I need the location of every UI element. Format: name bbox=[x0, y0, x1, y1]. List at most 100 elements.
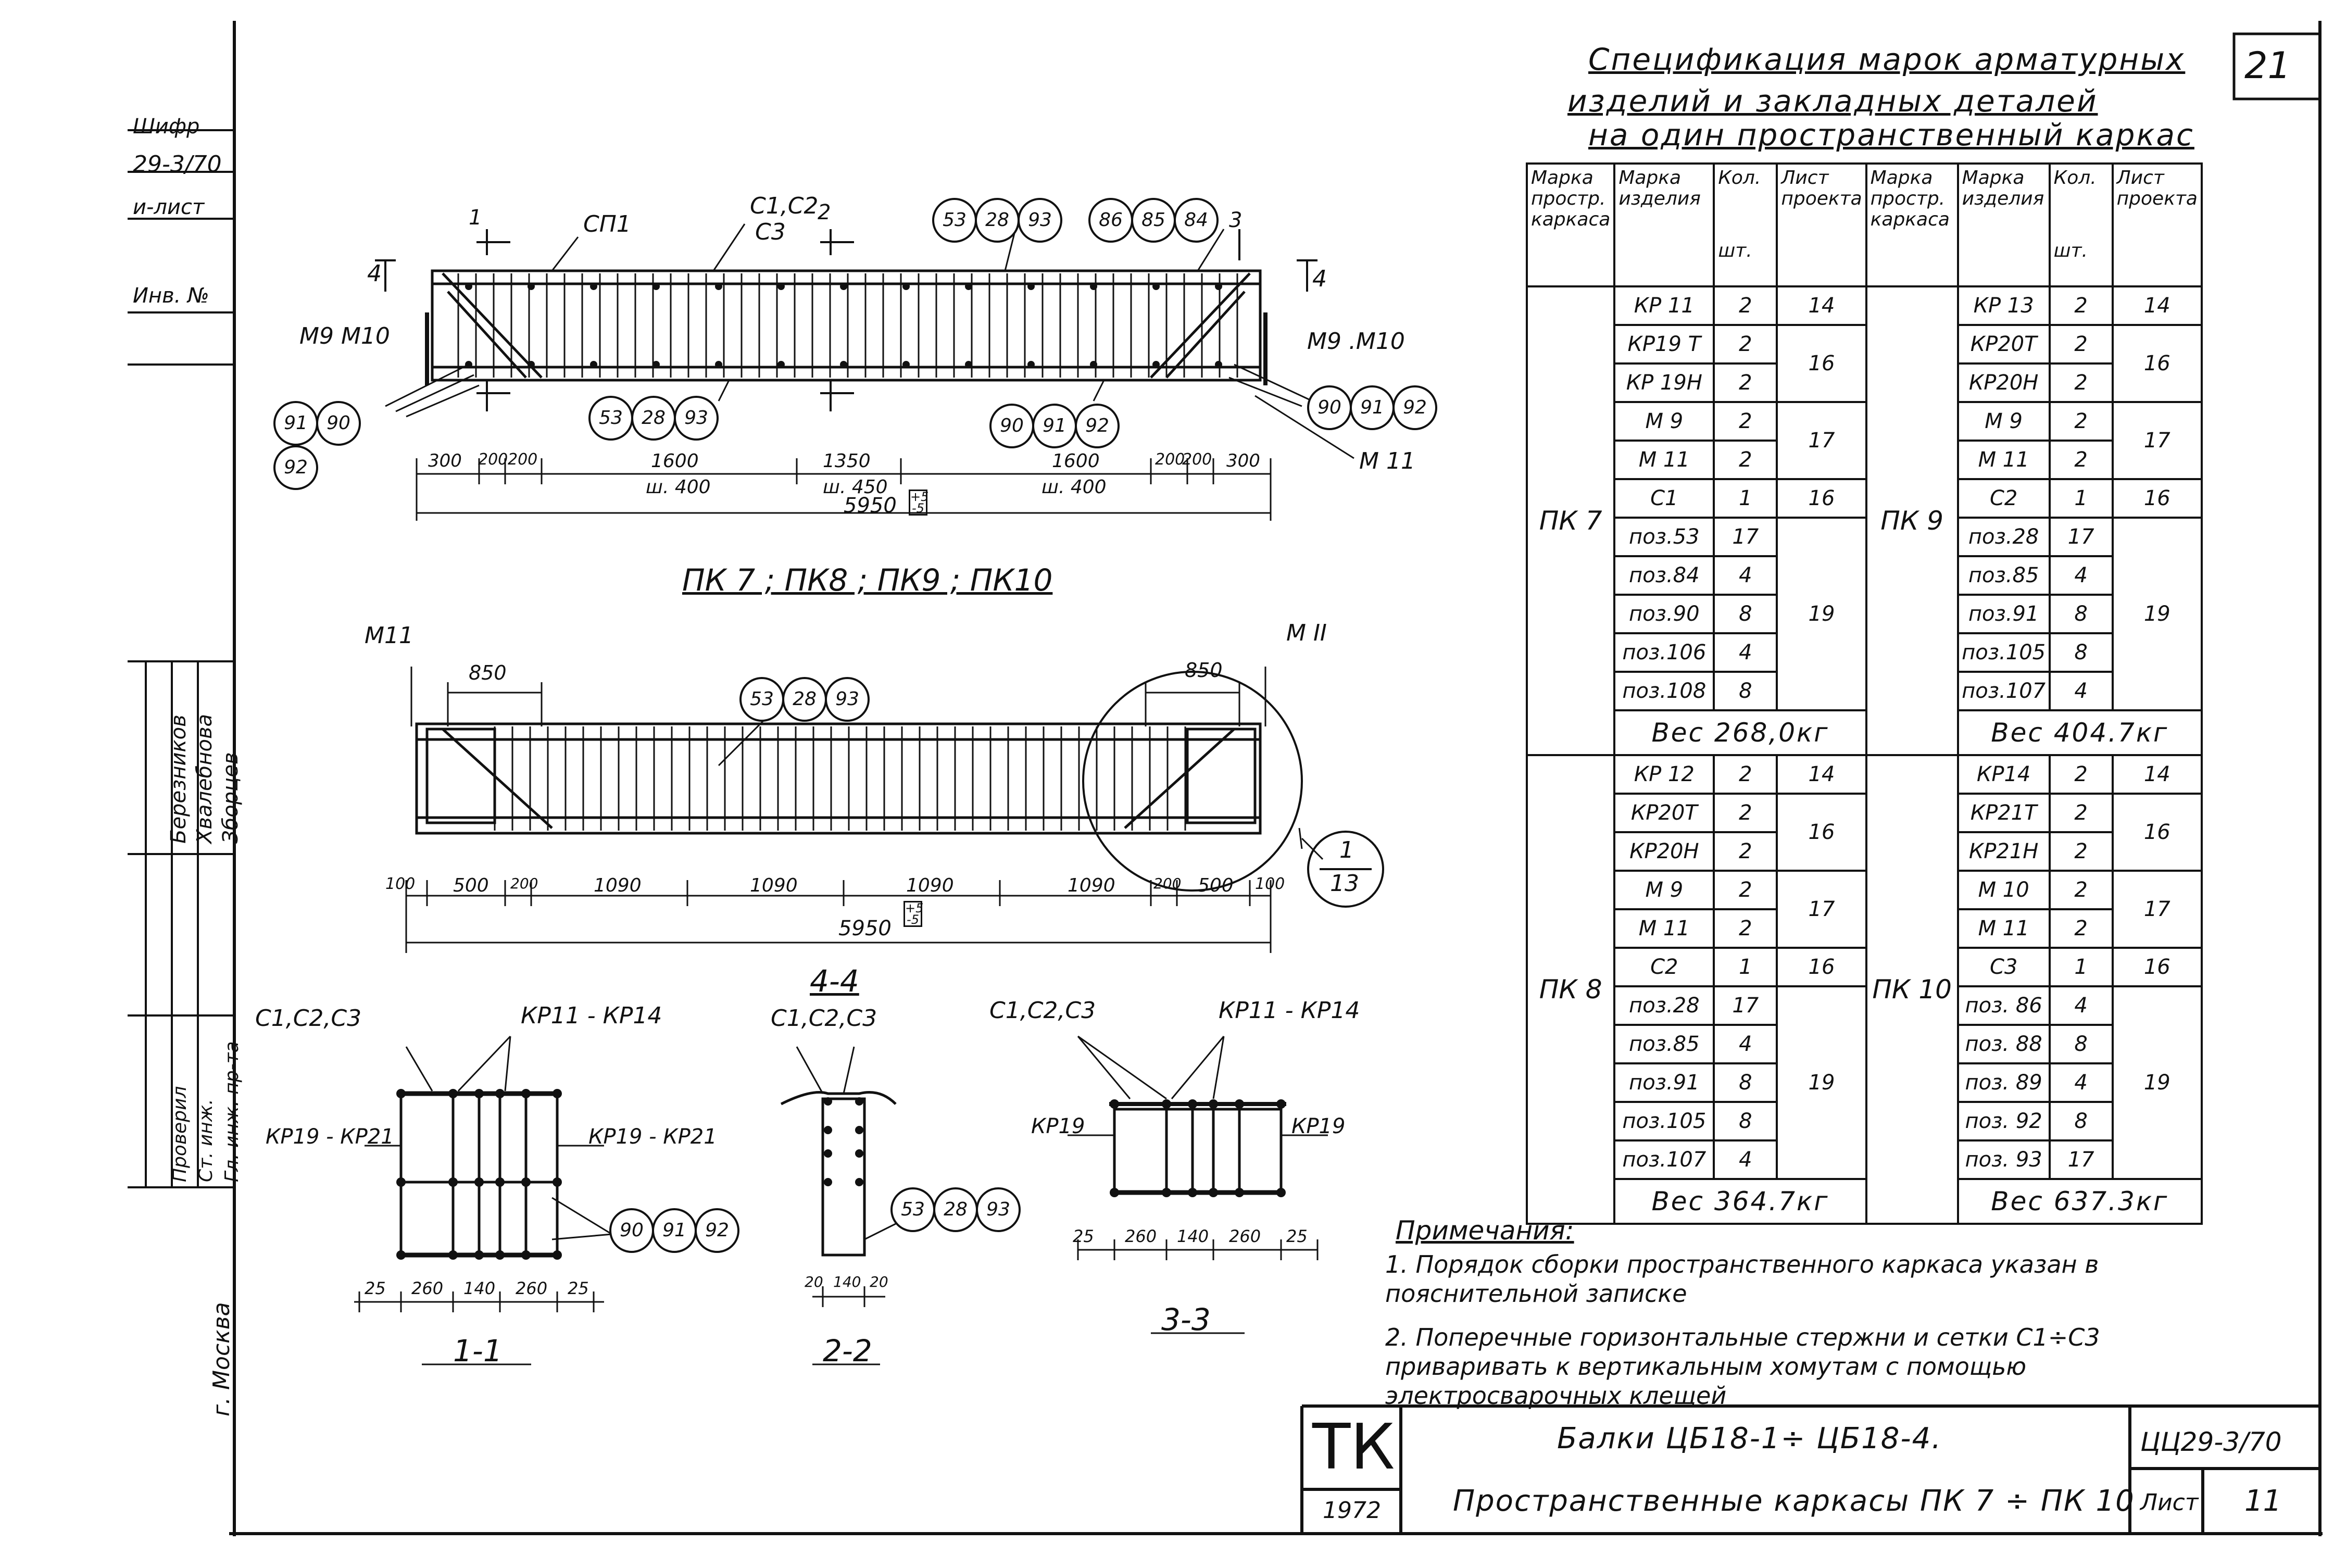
label-m11: М 11 bbox=[1359, 448, 1415, 474]
rebar-dot bbox=[824, 1178, 832, 1186]
plan-dim: 1090 bbox=[750, 875, 798, 896]
spec-item-cell: М 11 bbox=[1613, 440, 1715, 480]
sec2-title: 2-2 bbox=[823, 1333, 872, 1369]
elev-subdim: ш. 450 bbox=[823, 476, 888, 498]
rebar-dot bbox=[474, 1250, 484, 1260]
sec1-dim: 25 bbox=[568, 1278, 589, 1298]
spec-qty-cell: 2 bbox=[2048, 793, 2114, 833]
rebar-dot bbox=[1235, 1188, 1244, 1197]
spec-qty-cell: 4 bbox=[1713, 632, 1778, 673]
plan-dim-850-left: 850 bbox=[469, 661, 507, 684]
spec-item-cell: КР 19Н bbox=[1613, 362, 1715, 403]
sec1-dim: 25 bbox=[365, 1278, 386, 1298]
spec-qty-cell: 1 bbox=[2048, 947, 2114, 987]
rebar-dot bbox=[855, 1149, 863, 1158]
position-circle: 84 bbox=[1174, 198, 1219, 243]
spec-qty-cell: 2 bbox=[2048, 908, 2114, 949]
spec-sheet-cell: 14 bbox=[1776, 285, 1867, 326]
spec-item-cell: КР20Н bbox=[1613, 831, 1715, 872]
rebar-dot bbox=[1215, 361, 1222, 368]
spec-header: Лист проекта bbox=[2111, 162, 2203, 287]
rebar-dot bbox=[1162, 1099, 1171, 1109]
spec-qty-cell: 4 bbox=[2048, 1062, 2114, 1103]
position-circle: 92 bbox=[1392, 385, 1437, 430]
rebar-dot bbox=[855, 1178, 863, 1186]
spec-item-cell: поз.108 bbox=[1613, 671, 1715, 711]
label-m9m10-right: М9 .М10 bbox=[1307, 328, 1405, 355]
detail-callout-num: 1 bbox=[1339, 837, 1354, 863]
sec1-label-kr: КР11 - КР14 bbox=[521, 1002, 662, 1029]
spec-table: Марка простр. каркаса Марка изделия Кол.… bbox=[1525, 162, 2203, 1225]
position-circle: 28 bbox=[782, 677, 827, 722]
position-circle: 90 bbox=[989, 404, 1034, 448]
spec-weight: Вес 364.7кг bbox=[1613, 1178, 1867, 1225]
plan-dim: 100 bbox=[1255, 875, 1285, 893]
rebar-dot bbox=[495, 1089, 505, 1098]
spec-sheet-cell: 16 bbox=[2111, 478, 2203, 519]
detail-callout: 1 13 bbox=[1307, 831, 1384, 908]
plan-dim: 200 bbox=[510, 875, 538, 892]
position-circle: 91 bbox=[1350, 385, 1395, 430]
sec1-dim: 140 bbox=[463, 1278, 496, 1298]
spec-item-cell: М 9 bbox=[1613, 401, 1715, 442]
sec3-label-c: С1,С2,С3 bbox=[989, 997, 1096, 1024]
spec-item-cell: поз.91 bbox=[1613, 1062, 1715, 1103]
spec-sheet-cell: 17 bbox=[1776, 401, 1867, 480]
rebar-dot bbox=[1027, 283, 1035, 290]
rebar-dot bbox=[1276, 1099, 1286, 1109]
plan-tolerance: +5 -5 bbox=[904, 901, 923, 927]
title-block-year: 1972 bbox=[1323, 1497, 1381, 1524]
section-mark-1: 1 bbox=[469, 206, 482, 230]
spec-qty-cell: 2 bbox=[1713, 908, 1778, 949]
spec-qty-cell: 4 bbox=[2048, 671, 2114, 711]
spec-item-cell: М 11 bbox=[1613, 908, 1715, 949]
spec-sheet-cell: 14 bbox=[1776, 754, 1867, 795]
spec-qty-cell: 8 bbox=[2048, 1024, 2114, 1064]
spec-item-cell: КР20Н bbox=[1956, 362, 2051, 403]
spec-item-cell: поз.106 bbox=[1613, 632, 1715, 673]
sec1-dim: 260 bbox=[411, 1278, 444, 1298]
rebar-dot bbox=[448, 1177, 458, 1187]
elevation-frame bbox=[431, 269, 1262, 382]
spec-qty-cell: 8 bbox=[1713, 594, 1778, 634]
sec3-dim: 25 bbox=[1073, 1226, 1094, 1246]
spec-header: Кол.шт. bbox=[1713, 162, 1778, 287]
plan-label-m11-left: М11 bbox=[365, 622, 413, 649]
title-block-line-1: Балки ЦБ18-1÷ ЦБ18-4. bbox=[1557, 1422, 1942, 1456]
plan-dim-850-right: 850 bbox=[1185, 659, 1223, 682]
rebar-dot bbox=[474, 1177, 484, 1187]
rebar-dot bbox=[652, 361, 660, 368]
spec-qty-cell: 8 bbox=[2048, 632, 2114, 673]
rebar-dot bbox=[965, 283, 972, 290]
spec-qty-cell: 1 bbox=[2048, 478, 2114, 519]
spec-sheet-cell: 17 bbox=[2111, 401, 2203, 480]
rebar-dot bbox=[396, 1250, 406, 1260]
spec-item-cell: М 10 bbox=[1956, 870, 2051, 910]
spec-item-cell: поз.107 bbox=[1613, 1139, 1715, 1180]
rebar-dot bbox=[528, 361, 535, 368]
spec-qty-cell: 2 bbox=[1713, 401, 1778, 442]
title-block-sheet-value: 11 bbox=[2244, 1484, 2282, 1518]
side-stamp-sheet: и-лист bbox=[133, 195, 205, 219]
spec-qty-cell: 1 bbox=[1713, 947, 1778, 987]
spec-item-cell: поз.85 bbox=[1613, 1024, 1715, 1064]
rebar-dot bbox=[777, 361, 785, 368]
spec-item-cell: С2 bbox=[1613, 947, 1715, 987]
rebar-dot bbox=[553, 1177, 562, 1187]
spec-qty-cell: 17 bbox=[1713, 985, 1778, 1026]
spec-qty-cell: 2 bbox=[2048, 870, 2114, 910]
sec2-dim: 140 bbox=[833, 1273, 861, 1290]
